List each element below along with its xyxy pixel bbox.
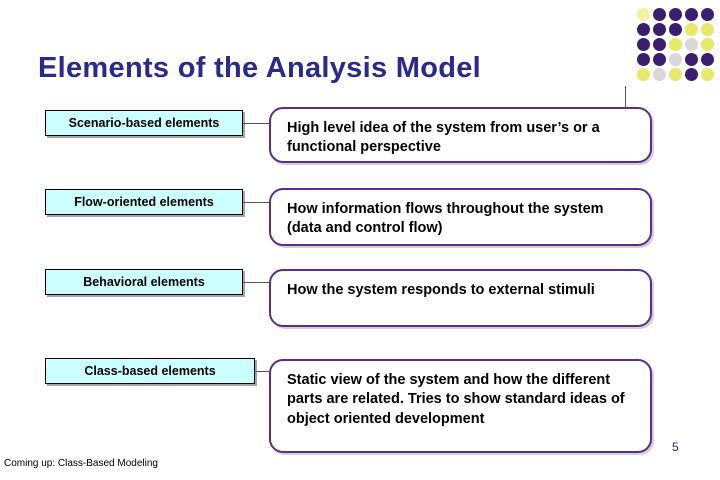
page-number: 5 [672,440,679,454]
decorative-dot [669,53,682,66]
decorative-dot [653,38,666,51]
decorative-dot [701,68,714,81]
element-description-box: How the system responds to external stim… [269,269,652,327]
element-description-text: High level idea of the system from user’… [287,120,600,156]
decorative-dot [685,38,698,51]
decorative-dot [637,68,650,81]
element-label-box: Flow-oriented elements [45,189,243,215]
element-description-box: How information flows throughout the sys… [269,188,652,246]
decorative-dot [701,23,714,36]
decorative-dot [637,23,650,36]
page-title: Elements of the Analysis Model [38,52,482,84]
title-connector-line [625,86,626,116]
element-label-box: Class-based elements [45,358,255,384]
element-label-box: Scenario-based elements [45,110,243,136]
footer-note: Coming up: Class-Based Modeling [4,458,158,469]
row-connector [243,123,269,124]
element-description-text: How the system responds to external stim… [287,282,595,298]
decorative-dot [685,8,698,21]
element-label-text: Scenario-based elements [68,116,220,130]
element-description-text: How information flows throughout the sys… [287,201,604,237]
decorative-dot [653,53,666,66]
decorative-dot [669,23,682,36]
element-label-text: Class-based elements [84,364,216,378]
decorative-dot [685,53,698,66]
decorative-dot [701,53,714,66]
decorative-dot [669,68,682,81]
element-description-box: High level idea of the system from user’… [269,107,652,163]
decorative-dot [685,23,698,36]
element-label-box: Behavioral elements [45,269,243,295]
row-connector [255,371,269,372]
decorative-dot [685,68,698,81]
decorative-dot [653,8,666,21]
element-description-box: Static view of the system and how the di… [269,359,652,453]
decorative-dot [637,8,650,21]
element-label-text: Behavioral elements [83,275,205,289]
decorative-dot [701,38,714,51]
decorative-dot [653,68,666,81]
element-label-text: Flow-oriented elements [74,195,214,209]
row-connector [243,202,269,203]
element-description-text: Static view of the system and how the di… [287,372,625,427]
decorative-dot [669,8,682,21]
decorative-dot [637,38,650,51]
decorative-dot [637,53,650,66]
decorative-dot [653,23,666,36]
decorative-dot [669,38,682,51]
decorative-dot-grid [637,8,717,86]
row-connector [243,282,269,283]
decorative-dot [701,8,714,21]
